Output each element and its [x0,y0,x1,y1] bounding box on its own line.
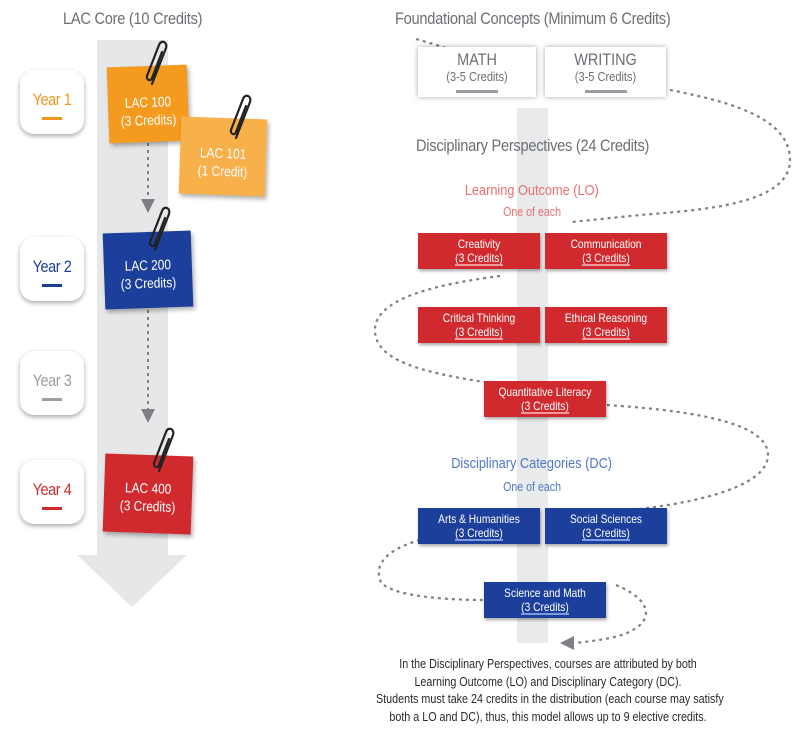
lo-card-underline [582,264,630,266]
lo-card-ethical-reasoning: Ethical Reasoning (3 Credits) [545,307,667,343]
dc-card-science-math: Science and Math (3 Credits) [484,582,606,618]
writing-card-credits: (3-5 Credits) [574,69,637,84]
dc-card-arts-humanities: Arts & Humanities (3 Credits) [418,508,540,544]
lo-card-critical-thinking: Critical Thinking (3 Credits) [418,307,540,343]
paperclip-icon [148,206,171,252]
writing-card: WRITING (3-5 Credits) [545,47,666,97]
lo-card-credits: (3 Credits) [582,251,630,265]
dc-heading: Disciplinary Categories (DC) [432,455,632,472]
lo-card-name: Quantitative Literacy [498,385,592,399]
lac-100-name: LAC 100 [124,93,172,111]
lac-101-credits: (1 Credit) [197,162,248,180]
writing-card-underline [584,90,627,93]
footnote-line-1: In the Disciplinary Perspectives, course… [399,657,697,671]
paperclip-icon [145,40,168,86]
dc-card-credits: (3 Credits) [521,600,569,614]
math-card-underline [456,90,498,93]
lac-400-credits: (3 Credits) [119,497,176,515]
timeline-arrow-head [77,555,187,607]
year-2-badge: Year 2 [20,237,84,301]
dc-card-underline [455,539,503,541]
dc-sub-text: One of each [503,480,561,494]
dc-sub: One of each [432,480,632,494]
year-2-underline [42,284,62,287]
lo-card-name: Critical Thinking [442,311,516,325]
lo-card-credits: (3 Credits) [455,251,503,265]
lo-sub: One of each [432,205,632,219]
lo-card-underline [582,338,630,340]
year-2-label: Year 2 [32,257,72,276]
footnote: In the Disciplinary Perspectives, course… [348,656,748,726]
year-4-underline [42,507,62,510]
footnote-line-2: Learning Outcome (LO) and Disciplinary C… [414,674,682,689]
lac-200-credits: (3 Credits) [120,274,177,292]
math-card-credits: (3-5 Credits) [446,69,508,84]
year-4-badge: Year 4 [20,460,84,524]
math-card: MATH (3-5 Credits) [418,47,536,97]
lo-card-name: Creativity [457,237,501,251]
dc-card-underline [521,613,569,615]
arrowhead-2 [141,409,155,423]
serpentine-path [373,37,792,645]
year-4-label: Year 4 [32,480,72,499]
lac-core-heading: LAC Core (10 Credits) [63,9,203,28]
center-column [517,108,548,643]
lo-card-name: Communication [570,237,642,251]
lo-card-credits: (3 Credits) [521,399,569,413]
dc-card-name: Science and Math [504,586,586,600]
footnote-line-3: Students must take 24 credits in the dis… [376,692,724,706]
lo-card-quantitative-literacy: Quantitative Literacy (3 Credits) [484,381,606,417]
dc-card-credits: (3 Credits) [455,526,503,540]
year-1-underline [42,117,62,120]
lo-heading-text: Learning Outcome (LO) [465,182,599,199]
year-1-badge: Year 1 [20,70,84,134]
lo-heading: Learning Outcome (LO) [432,182,632,199]
dc-card-name: Arts & Humanities [438,512,520,526]
year-3-underline [42,398,62,401]
lo-card-credits: (3 Credits) [582,325,630,339]
lo-card-underline [521,412,569,414]
paperclip-icon [152,427,175,473]
lo-card-credits: (3 Credits) [455,325,503,339]
lo-card-underline [455,264,503,266]
arrowhead-1 [141,199,155,213]
foundational-heading: Foundational Concepts (Minimum 6 Credits… [395,9,671,28]
perspectives-heading: Disciplinary Perspectives (24 Credits) [416,136,650,155]
path-end-arrowhead [560,636,574,650]
dc-card-credits: (3 Credits) [582,526,630,540]
writing-card-name: WRITING [574,50,637,69]
lo-card-underline [455,338,503,340]
lo-card-name: Ethical Reasoning [564,311,648,325]
lo-sub-text: One of each [503,205,561,219]
dc-card-name: Social Sciences [569,512,643,526]
year-1-label: Year 1 [32,90,72,109]
math-card-name: MATH [457,50,497,69]
dc-heading-text: Disciplinary Categories (DC) [451,455,613,472]
year-3-label: Year 3 [32,371,72,390]
footnote-line-4: both a LO and DC), thus, this model allo… [389,709,707,724]
dc-card-underline [582,539,630,541]
paperclip-icon [229,94,252,140]
lo-card-communication: Communication (3 Credits) [545,233,667,269]
lac-100-credits: (3 Credits) [120,111,177,129]
year-3-badge: Year 3 [20,351,84,415]
dc-card-social-sciences: Social Sciences (3 Credits) [545,508,667,544]
lo-card-creativity: Creativity (3 Credits) [418,233,540,269]
